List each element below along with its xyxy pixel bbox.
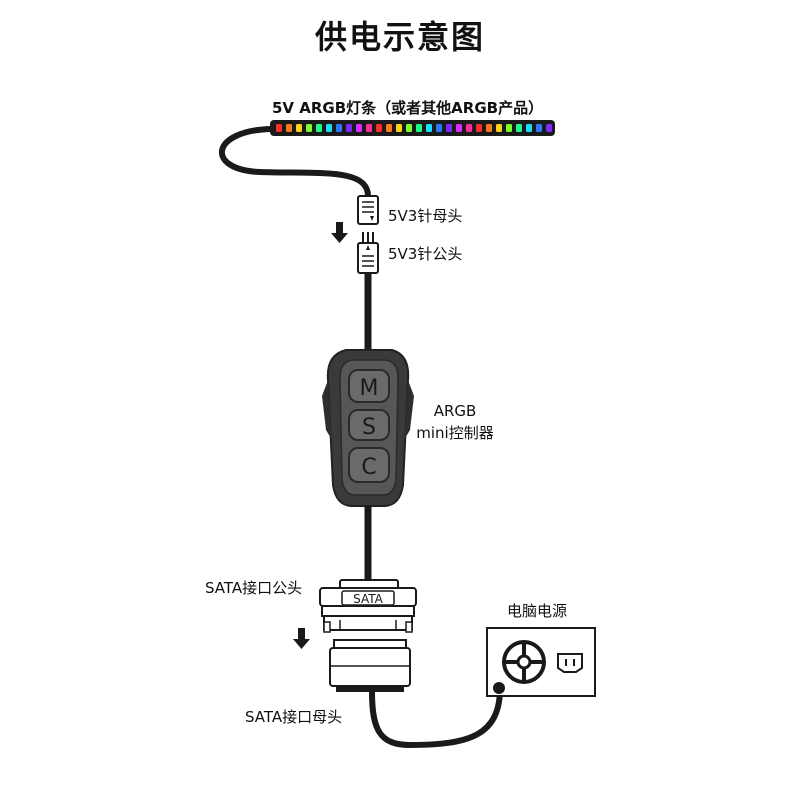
down-arrow-icon <box>293 628 310 649</box>
led-dot <box>516 124 522 132</box>
controller-button-s-label: S <box>362 415 376 440</box>
argb-led-strip <box>270 120 555 136</box>
led-dot <box>386 124 392 132</box>
led-dot <box>316 124 322 132</box>
led-dot <box>276 124 282 132</box>
led-dot <box>416 124 422 132</box>
led-dot <box>426 124 432 132</box>
label-sata-male: SATA接口公头 <box>205 579 303 597</box>
controller-button-s <box>348 409 390 441</box>
led-dot <box>446 124 452 132</box>
down-arrow-icon <box>331 222 348 243</box>
led-dot <box>336 124 342 132</box>
led-dot <box>406 124 412 132</box>
label-controller-line2: mini控制器 <box>416 424 494 442</box>
controller-button-c <box>348 447 390 483</box>
label-psu: 电脑电源 <box>507 602 568 620</box>
led-dot <box>526 124 532 132</box>
led-dot <box>546 124 552 132</box>
led-dot <box>506 124 512 132</box>
label-sata-female: SATA接口母头 <box>245 708 343 726</box>
led-dot <box>286 124 292 132</box>
psu-power-socket-icon <box>557 653 583 673</box>
led-dot <box>456 124 462 132</box>
label-controller: ARGB mini控制器 <box>405 400 505 444</box>
sata-plug-label: SATA <box>353 592 384 606</box>
led-dot <box>306 124 312 132</box>
led-dot <box>486 124 492 132</box>
led-dot <box>496 124 502 132</box>
led-dot <box>536 124 542 132</box>
led-dot <box>346 124 352 132</box>
label-3pin-female: 5V3针母头 <box>388 207 463 225</box>
led-dot <box>436 124 442 132</box>
led-dot <box>356 124 362 132</box>
controller-button-m <box>348 369 390 403</box>
controller-button-m-label: M <box>360 376 379 401</box>
led-dot <box>396 124 402 132</box>
page-title: 供电示意图 <box>314 18 485 56</box>
label-3pin-male: 5V3针公头 <box>388 245 463 263</box>
argb-mini-controller: M S C <box>322 349 414 507</box>
led-dot <box>296 124 302 132</box>
3pin-male-connector <box>357 232 379 274</box>
power-supply-unit <box>486 627 596 697</box>
sata-male-plug: SATA <box>319 579 417 633</box>
3pin-female-connector <box>357 195 379 225</box>
led-dot <box>376 124 382 132</box>
label-argb-strip: 5V ARGB灯条（或者其他ARGB产品） <box>272 99 544 117</box>
led-dot <box>326 124 332 132</box>
sata-female-plug <box>329 639 411 692</box>
label-controller-line1: ARGB <box>433 402 477 420</box>
led-dot <box>466 124 472 132</box>
led-dot <box>476 124 482 132</box>
controller-button-c-label: C <box>361 455 376 480</box>
strip-cable <box>218 126 371 199</box>
led-dot <box>366 124 372 132</box>
cable-to-psu <box>369 685 503 749</box>
